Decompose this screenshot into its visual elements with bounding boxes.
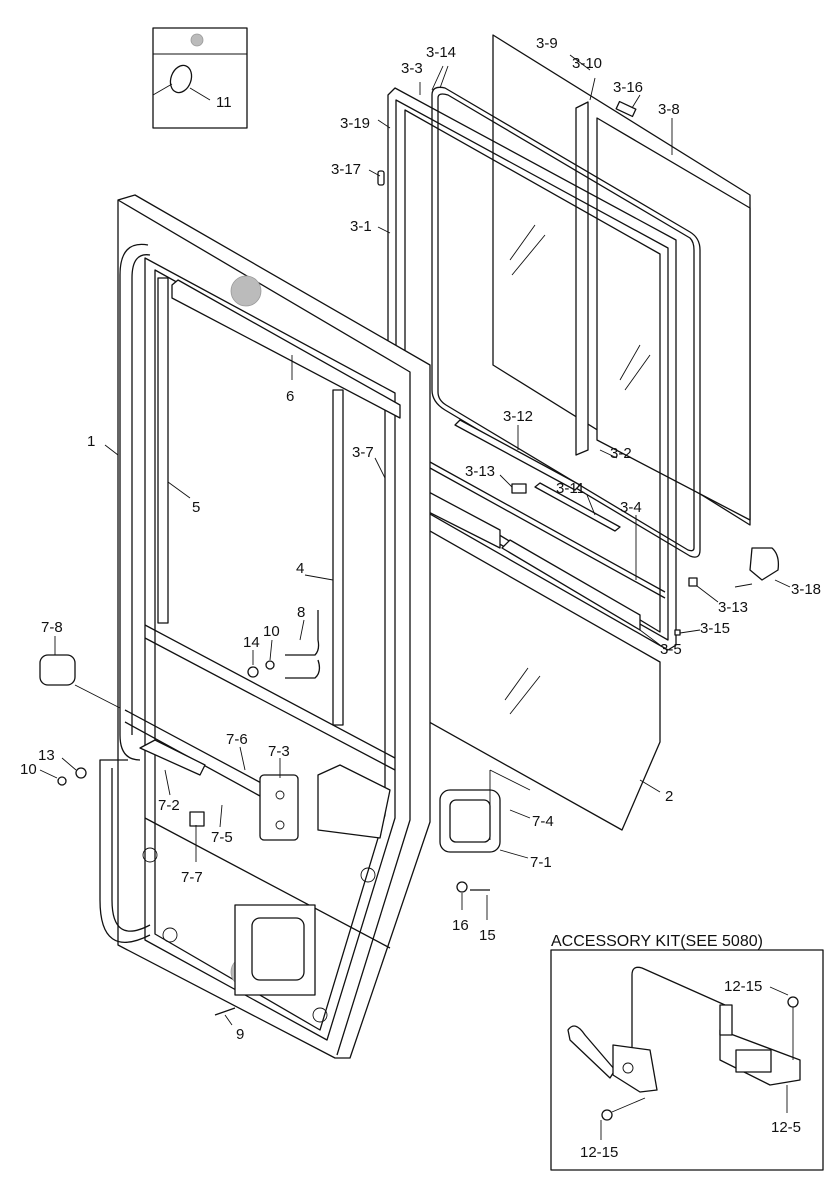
label-7-5: 7-5 (211, 829, 233, 846)
label-3-10: 3-10 (572, 55, 602, 72)
label-3-2: 3-2 (610, 445, 632, 462)
inset-part-11: 11 (152, 27, 248, 129)
label-9: 9 (236, 1026, 244, 1043)
label-5: 5 (192, 499, 200, 516)
label-3-13b: 3-13 (718, 599, 748, 616)
label-10a: 10 (263, 623, 280, 640)
label-3-3: 3-3 (401, 60, 423, 77)
leader-lines (39, 54, 791, 1026)
label-3-4: 3-4 (620, 499, 642, 516)
label-3-1: 3-1 (350, 218, 372, 235)
label-12-15-lower: 12-15 (580, 1144, 618, 1161)
label-12-15-upper: 12-15 (724, 978, 762, 995)
label-3-8: 3-8 (658, 101, 680, 118)
label-7-7: 7-7 (181, 869, 203, 886)
label-12-5: 12-5 (771, 1119, 801, 1136)
label-3-9: 3-9 (536, 35, 558, 52)
window-frame-3-1 (377, 87, 780, 651)
label-3-7: 3-7 (352, 444, 374, 461)
label-13: 13 (38, 747, 55, 764)
label-3-13a: 3-13 (465, 463, 495, 480)
label-8: 8 (297, 604, 305, 621)
label-6: 6 (286, 388, 294, 405)
label-7-6: 7-6 (226, 731, 248, 748)
label-3-12: 3-12 (503, 408, 533, 425)
label-7-1: 7-1 (530, 854, 552, 871)
label-16: 16 (452, 917, 469, 934)
label-3-16: 3-16 (613, 79, 643, 96)
accessory-kit-box: ACCESSORY KIT(SEE 5080) 12-15 12-15 12-5 (550, 933, 824, 1171)
label-15: 15 (479, 927, 496, 944)
label-14: 14 (243, 634, 260, 651)
label-11: 11 (216, 94, 232, 111)
label-3-15: 3-15 (700, 620, 730, 637)
label-7-4: 7-4 (532, 813, 554, 830)
label-3-19: 3-19 (340, 115, 370, 132)
label-7-8: 7-8 (41, 619, 63, 636)
label-3-14: 3-14 (426, 44, 456, 61)
label-3-17: 3-17 (331, 161, 361, 178)
label-3-5: 3-5 (660, 641, 682, 658)
label-1: 1 (87, 433, 95, 450)
label-3-11: 3-11 (556, 480, 585, 497)
label-4: 4 (296, 560, 304, 577)
label-7-2: 7-2 (158, 797, 180, 814)
accessory-kit-title: ACCESSORY KIT(SEE 5080) (551, 933, 763, 950)
label-2: 2 (665, 788, 673, 805)
label-7-3: 7-3 (268, 743, 290, 760)
label-10b: 10 (20, 761, 37, 778)
label-3-18: 3-18 (791, 581, 821, 598)
